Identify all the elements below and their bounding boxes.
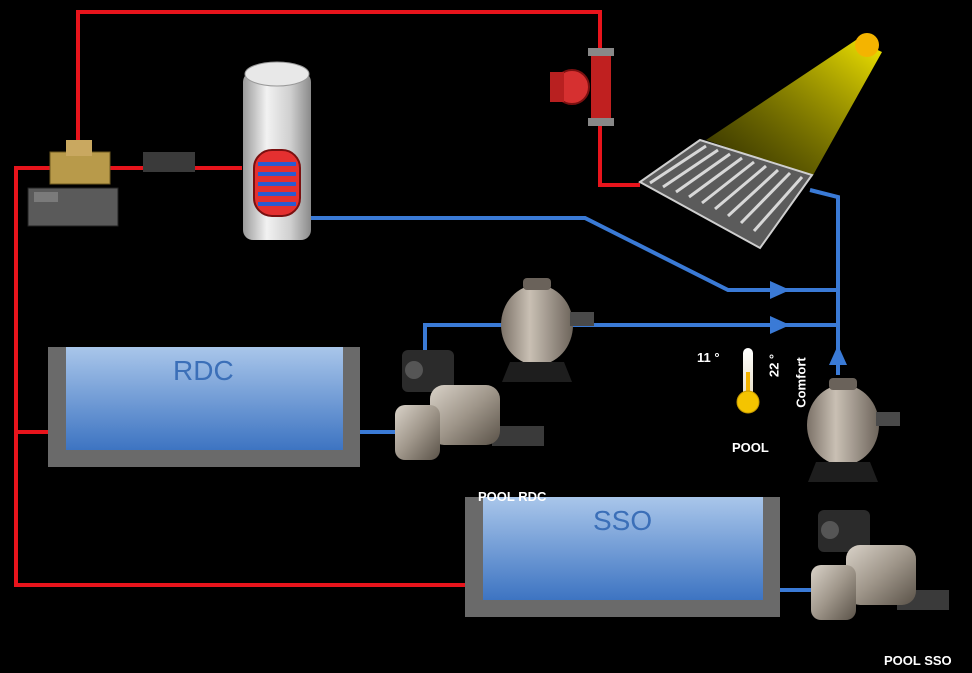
thermometer-icon [736, 348, 760, 414]
temp-target-label: 22 ° [766, 353, 782, 378]
temp-outside-label: 11 ° [697, 350, 720, 365]
sand-filter-rdc [501, 278, 594, 382]
three-way-valve [27, 140, 119, 227]
pool-sso-name: SSO [593, 505, 653, 536]
sand-filter-sso [807, 378, 900, 482]
hot-pipe-top-loop [76, 10, 640, 187]
cold-pipe-rdc-filter [423, 323, 838, 350]
pool-rdc-label: POOL RDC [478, 489, 547, 504]
flow-arrow-1 [770, 281, 790, 299]
flow-arrow-up [829, 345, 847, 365]
pump-sso [811, 510, 916, 620]
flow-arrow-2 [770, 316, 790, 334]
pool-label: POOL [732, 440, 769, 455]
hot-pipe-network [14, 10, 640, 587]
cold-pipe-riser [809, 188, 840, 375]
sun-icon [855, 33, 879, 57]
circulator-pump [550, 48, 614, 126]
pump-rdc-tag [492, 426, 544, 446]
hot-water-tank [243, 61, 311, 240]
solar-collector [638, 138, 814, 250]
pump-rdc [395, 350, 500, 460]
pool-sso-label: POOL SSO [884, 653, 952, 668]
sun-beam [706, 40, 882, 177]
pool-rdc-name: RDC [173, 355, 234, 386]
pool-rdc [48, 347, 360, 467]
pool-sso [465, 497, 780, 617]
valve-tag [143, 152, 195, 172]
comfort-label: Comfort [793, 357, 809, 408]
hot-pipe-main-down [14, 166, 485, 587]
